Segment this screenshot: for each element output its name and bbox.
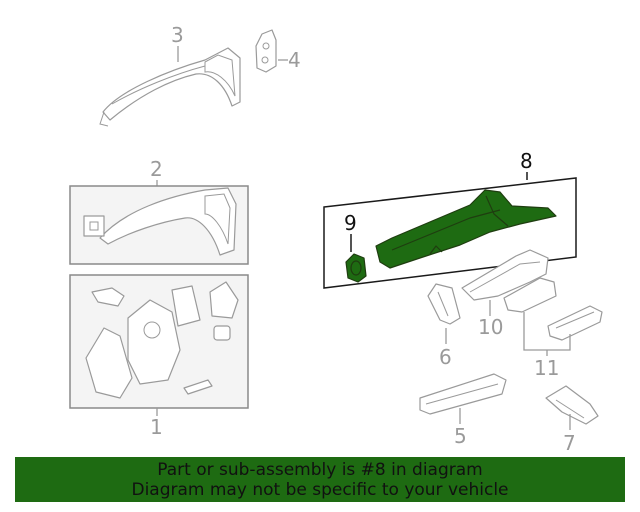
part-1-apron-components[interactable] <box>85 281 239 399</box>
callout-3[interactable]: 3 <box>171 23 184 47</box>
info-banner: Part or sub-assembly is #8 in diagram Di… <box>15 457 625 502</box>
part-10-rail-extension[interactable] <box>461 249 549 301</box>
callout-11[interactable]: 11 <box>534 356 559 380</box>
part-2-apron-assembly[interactable] <box>83 187 237 256</box>
part-3-fender-apron[interactable] <box>99 47 241 127</box>
callout-10[interactable]: 10 <box>478 315 503 339</box>
box-8 <box>323 177 577 289</box>
callout-2[interactable]: 2 <box>150 157 163 181</box>
callout-9[interactable]: 9 <box>344 211 357 235</box>
callout-6[interactable]: 6 <box>439 345 452 369</box>
callout-8[interactable]: 8 <box>520 149 533 173</box>
part-5-lower-rail[interactable] <box>419 373 507 415</box>
part-6-bracket[interactable] <box>427 283 461 325</box>
banner-line-2: Diagram may not be specific to your vehi… <box>131 479 509 500</box>
callout-7[interactable]: 7 <box>563 431 576 455</box>
part-11-reinforcements[interactable] <box>503 277 603 341</box>
banner-line-1: Part or sub-assembly is #8 in diagram <box>157 459 483 480</box>
banner-background <box>15 457 625 502</box>
part-8-frame-rail[interactable] <box>375 189 557 269</box>
part-4-bracket[interactable] <box>255 29 277 73</box>
part-9-rail-cap[interactable] <box>345 253 367 283</box>
callout-4[interactable]: 4 <box>288 48 301 72</box>
callout-1[interactable]: 1 <box>150 415 163 439</box>
part-7-bracket[interactable] <box>545 385 599 425</box>
callout-5[interactable]: 5 <box>454 424 467 448</box>
